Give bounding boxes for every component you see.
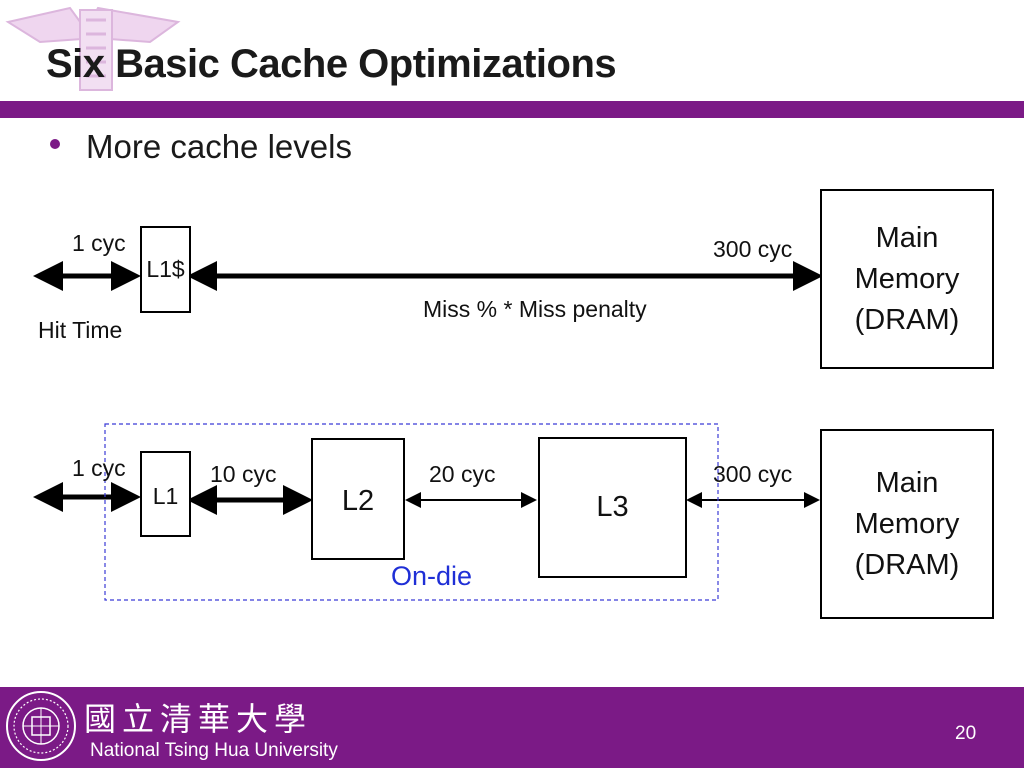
top-main-memory-box: Main Memory (DRAM) <box>820 189 994 369</box>
bullet-dot-icon <box>50 139 60 149</box>
hit-time-label: Hit Time <box>38 317 123 343</box>
slide-title: Six Basic Cache Optimizations <box>46 42 617 86</box>
l3-cycle: 20 cyc <box>429 461 496 487</box>
top-l1-cache-box: L1$ <box>140 226 191 313</box>
university-name-english: National Tsing Hua University <box>90 740 338 761</box>
bottom-main-memory-box: Main Memory (DRAM) <box>820 429 994 619</box>
l2-cache-box: L2 <box>311 438 405 560</box>
l2-cycle: 10 cyc <box>210 461 277 487</box>
bottom-mem-line-3: (DRAM) <box>854 548 960 581</box>
miss-penalty-label: Miss % * Miss penalty <box>423 296 647 322</box>
page-number: 20 <box>955 723 977 744</box>
title-divider-bar <box>0 101 1024 118</box>
university-seal-icon <box>6 691 76 761</box>
l3-label: L3 <box>596 491 629 523</box>
bottom-l1-label: L1 <box>152 483 179 509</box>
bottom-mem-cycle: 300 cyc <box>713 461 793 487</box>
top-mem-line-3: (DRAM) <box>854 303 960 336</box>
bottom-mem-line-1: Main <box>875 466 939 499</box>
top-mem-line-2: Memory <box>854 262 960 295</box>
bullet-text: More cache levels <box>86 128 352 165</box>
bottom-mem-line-2: Memory <box>854 507 960 540</box>
university-name-chinese: 國立清華大學 <box>84 700 313 738</box>
ondie-label: On-die <box>391 561 473 591</box>
top-l1-label: L1$ <box>146 256 185 282</box>
bottom-l1-cycle: 1 cyc <box>72 455 126 481</box>
watermark-logo-icon <box>5 6 181 91</box>
ondie-region <box>104 423 719 601</box>
top-hit-cycle: 1 cyc <box>72 230 126 256</box>
l2-label: L2 <box>341 485 375 517</box>
bottom-l1-box: L1 <box>140 451 191 537</box>
footer-bar <box>0 687 1024 768</box>
top-mem-cycle: 300 cyc <box>713 236 793 262</box>
l3-cache-box: L3 <box>538 437 687 578</box>
top-mem-line-1: Main <box>875 221 939 254</box>
